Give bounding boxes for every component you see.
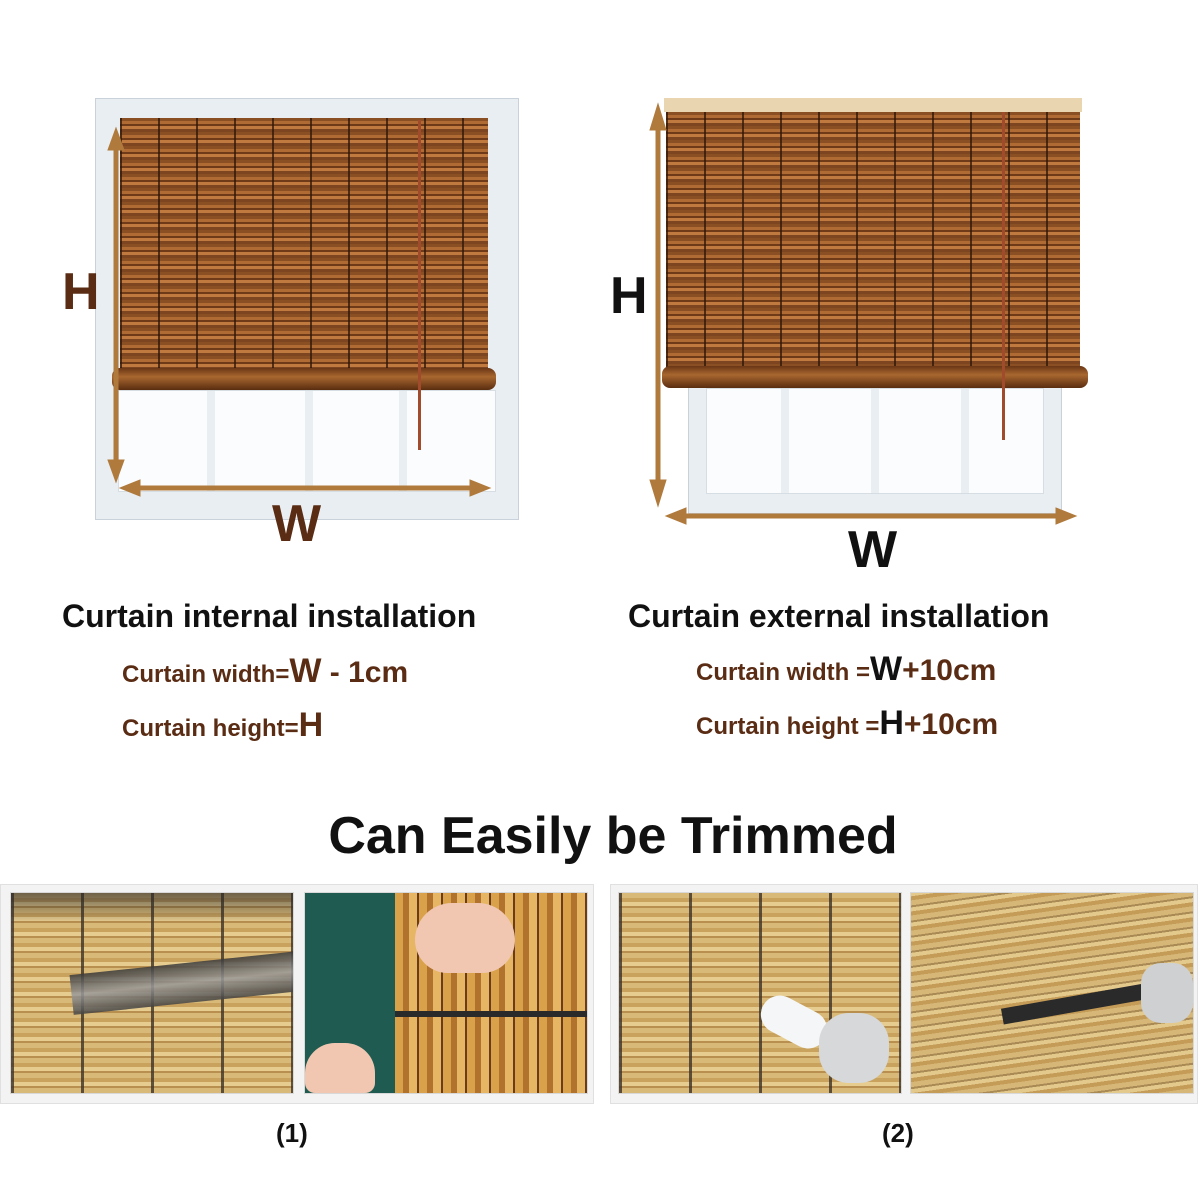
external-installation-title: Curtain external installation xyxy=(628,598,1050,634)
external-width-formula: Curtain width =W+10cm xyxy=(696,650,996,689)
height-prefix: Curtain height= xyxy=(122,715,299,742)
internal-pull-cord xyxy=(418,120,421,450)
external-pull-cord xyxy=(1002,112,1005,440)
external-blind-rail xyxy=(664,98,1082,112)
trim-photo-burn xyxy=(10,892,294,1094)
internal-reed-blind xyxy=(120,118,488,374)
external-dimension-arrows xyxy=(649,102,1078,525)
trim-label-1: (1) xyxy=(276,1118,308,1148)
external-height-label: H xyxy=(610,267,648,325)
internal-window-glass xyxy=(118,390,496,492)
internal-dimension-arrows xyxy=(107,126,492,497)
height-var: H xyxy=(298,706,324,744)
external-blind-roll xyxy=(662,366,1088,388)
trim-heading: Can Easily be Trimmed xyxy=(328,807,898,865)
width-prefix: Curtain width = xyxy=(696,659,870,686)
internal-width-label: W xyxy=(272,495,322,553)
trim-photo-tie xyxy=(304,892,588,1094)
external-window-glass xyxy=(706,388,1044,494)
width-suffix: - 1cm xyxy=(321,656,409,689)
internal-height-formula: Curtain height=H xyxy=(122,706,323,745)
trim-label-2: (2) xyxy=(882,1118,914,1148)
width-suffix: +10cm xyxy=(902,654,997,687)
height-suffix: +10cm xyxy=(903,708,999,741)
internal-blind-roll xyxy=(112,368,496,390)
external-height-formula: Curtain height =H+10cm xyxy=(696,704,998,743)
trim-photo-scissors xyxy=(910,892,1194,1094)
external-reed-blind xyxy=(666,112,1080,372)
width-var: W xyxy=(870,650,903,688)
height-var: H xyxy=(879,704,904,742)
width-var: W xyxy=(289,652,322,690)
external-width-label: W xyxy=(848,521,898,579)
internal-width-formula: Curtain width=W - 1cm xyxy=(122,652,408,691)
trim-photo-glue xyxy=(618,892,902,1094)
internal-height-label: H xyxy=(62,263,100,321)
width-prefix: Curtain width= xyxy=(122,661,290,688)
internal-installation-title: Curtain internal installation xyxy=(62,598,477,634)
height-prefix: Curtain height = xyxy=(696,713,880,740)
